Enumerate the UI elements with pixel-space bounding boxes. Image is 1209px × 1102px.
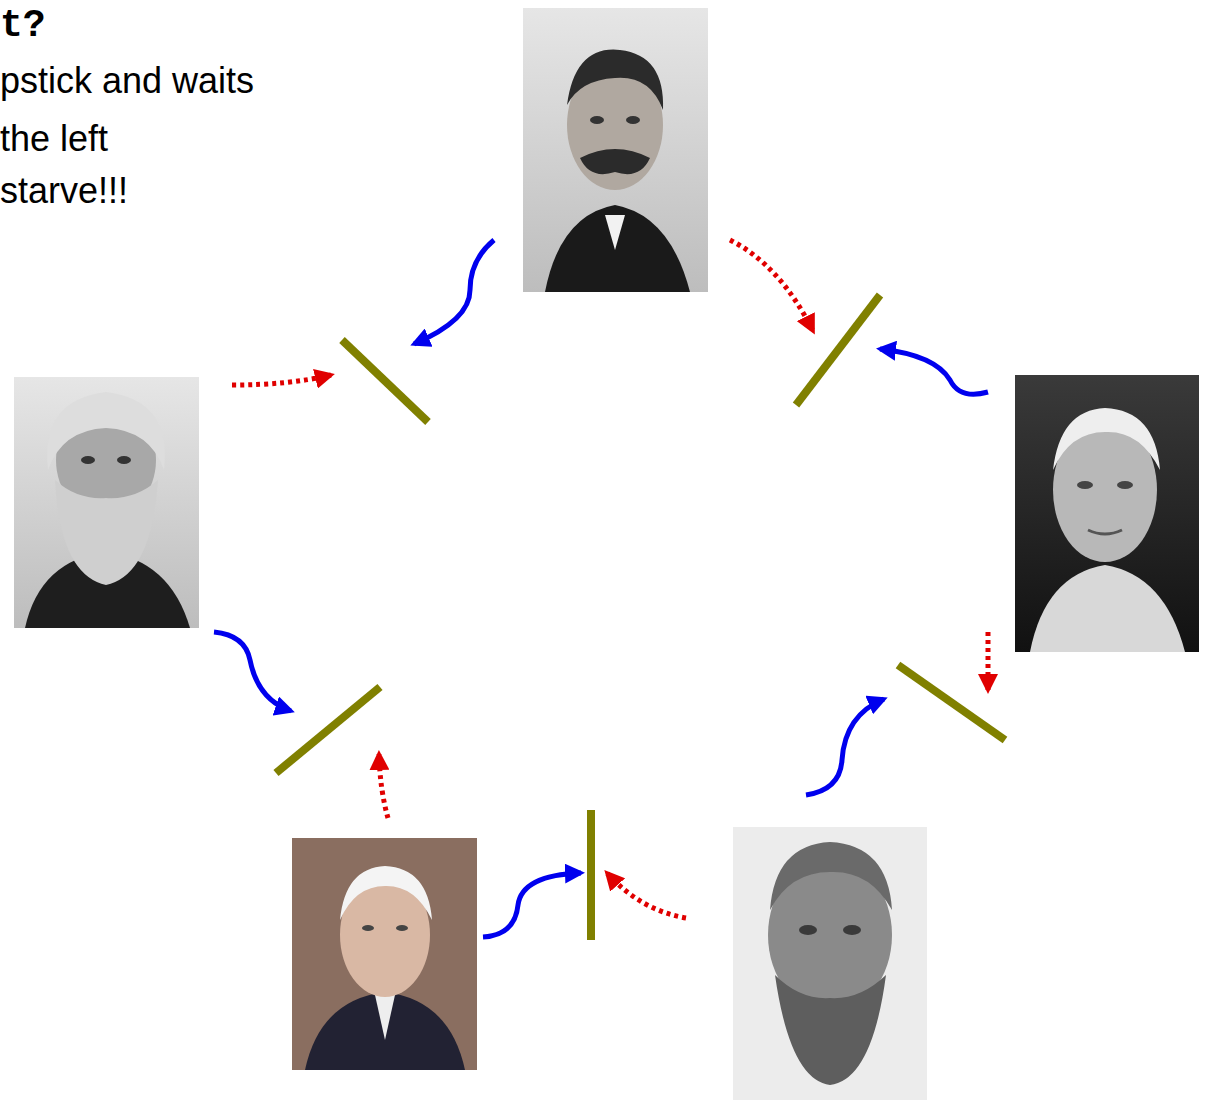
philosopher-portrait	[1015, 375, 1199, 652]
philosopher-portrait	[14, 377, 199, 628]
philosopher-portrait	[523, 8, 708, 292]
bullet-text: starve!!!	[0, 170, 128, 211]
slide-title: t?	[0, 4, 46, 48]
bullet-text: the left	[0, 118, 108, 159]
bullet-text: pstick and waits	[0, 60, 254, 101]
philosopher-portrait	[733, 827, 927, 1100]
philosopher-portrait	[292, 838, 477, 1070]
chopstick	[276, 295, 1005, 940]
grab-arrow	[214, 240, 988, 937]
wait-arrow	[232, 240, 988, 918]
